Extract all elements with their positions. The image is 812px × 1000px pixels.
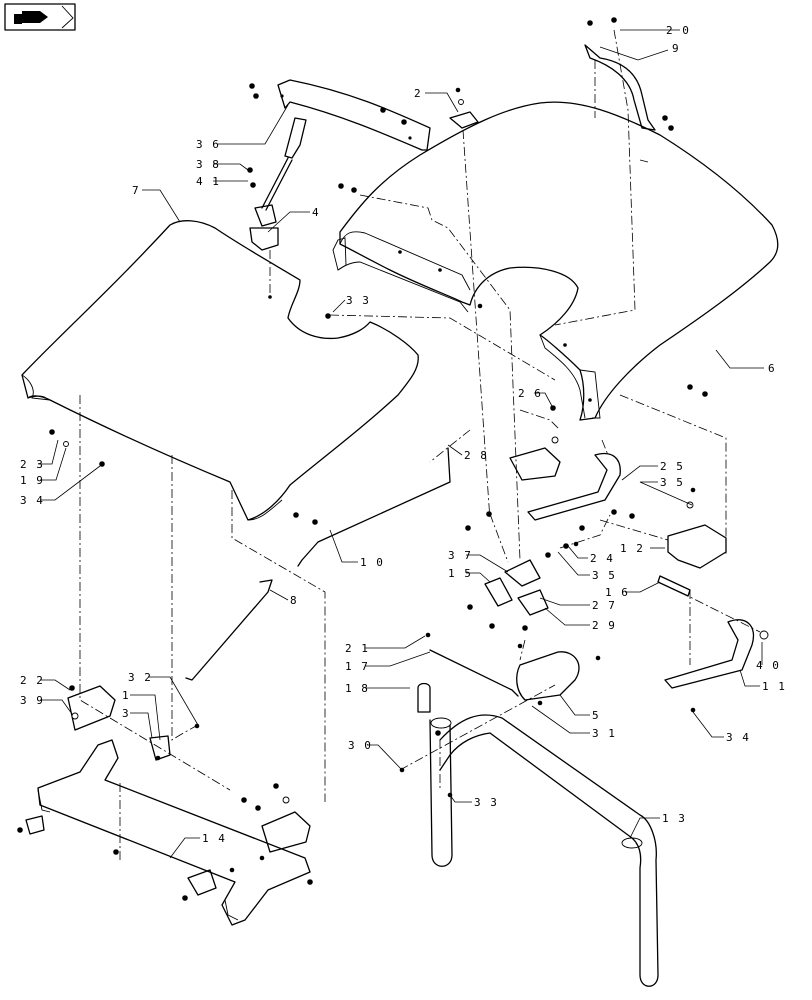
- callout-15: 1 5: [448, 567, 472, 580]
- callout-22: 2 2: [20, 674, 44, 687]
- gas-strut: [249, 117, 307, 251]
- callout-9: 9: [672, 42, 680, 55]
- canopy-right-6: [332, 101, 779, 421]
- callout-35-right: 3 5: [660, 476, 684, 489]
- rod-8: [185, 579, 273, 681]
- callout-4: 4: [312, 206, 320, 219]
- callout-38: 3 8: [196, 158, 220, 171]
- callout-13: 1 3: [662, 812, 686, 825]
- callout-20: 2 0: [666, 24, 690, 37]
- callout-2: 2: [414, 87, 422, 100]
- callout-17: 1 7: [345, 660, 369, 673]
- hand-pointer-icon[interactable]: [4, 3, 76, 31]
- canopy-left-7: [21, 220, 419, 521]
- callout-18: 1 8: [345, 682, 369, 695]
- knob-18: [417, 682, 431, 713]
- rod-10: [297, 447, 451, 567]
- callout-37: 3 7: [448, 549, 472, 562]
- callout-30: 3 0: [348, 739, 372, 752]
- bracket-29: [517, 589, 549, 616]
- clip-left: [25, 815, 45, 835]
- callout-29: 2 9: [592, 619, 616, 632]
- callout-33-top: 3 3: [346, 294, 370, 307]
- callout-34-right: 3 4: [726, 731, 750, 744]
- clip-front: [187, 869, 217, 896]
- center-lines: [79, 29, 761, 860]
- callout-32: 3 2: [128, 671, 152, 684]
- callout-28: 2 8: [464, 449, 488, 462]
- callout-24: 2 4: [590, 552, 614, 565]
- callout-16: 1 6: [605, 586, 629, 599]
- support-arm: [527, 452, 621, 521]
- callout-35-mid: 3 5: [592, 569, 616, 582]
- callout-21: 2 1: [345, 642, 369, 655]
- cable-17: [429, 649, 519, 697]
- callout-14: 1 4: [202, 832, 226, 845]
- callout-36: 3 6: [196, 138, 220, 151]
- callout-33-bottom: 3 3: [474, 796, 498, 809]
- clip-3: [149, 735, 171, 761]
- bracket-9: [584, 44, 656, 131]
- callout-41: 4 1: [196, 175, 220, 188]
- bracket-15: [484, 577, 513, 607]
- callout-40: 4 0: [756, 659, 780, 672]
- leader-lines: [38, 29, 764, 859]
- callout-19: 1 9: [20, 474, 44, 487]
- plate-39: [67, 685, 116, 731]
- rops-tube-13: [429, 714, 659, 987]
- support-arm-11: [664, 619, 755, 689]
- callout-26: 2 6: [518, 387, 542, 400]
- callout-23: 2 3: [20, 458, 44, 471]
- callout-10: 1 0: [360, 556, 384, 569]
- callout-12: 1 2: [620, 542, 644, 555]
- callout-34-left: 3 4: [20, 494, 44, 507]
- callout-3: 3: [122, 707, 130, 720]
- front-mount-14: [25, 685, 311, 926]
- callout-6: 6: [768, 362, 776, 375]
- callout-7: 7: [132, 184, 140, 197]
- callout-5: 5: [592, 709, 600, 722]
- latch-assembly-5: [516, 651, 580, 701]
- top-bracket-36: [277, 79, 431, 151]
- bracket-37: [504, 559, 541, 587]
- bracket-2: [449, 111, 479, 129]
- callout-1: 1: [122, 689, 130, 702]
- hardware-fasteners: [17, 17, 708, 901]
- callout-labels: 2 0 9 2 3 6 3 8 4 1 4 7 3 3 6 2 6 2 3 1 …: [20, 24, 786, 845]
- plate-mount: [261, 811, 311, 853]
- bolt-16: [657, 575, 691, 597]
- callout-11: 1 1: [762, 680, 786, 693]
- callout-8: 8: [290, 594, 298, 607]
- callout-31: 3 1: [592, 727, 616, 740]
- callout-27: 2 7: [592, 599, 616, 612]
- callout-39: 3 9: [20, 694, 44, 707]
- support-plate: [509, 447, 561, 481]
- nut-40: [759, 630, 769, 640]
- callout-25: 2 5: [660, 460, 684, 473]
- hinge-mount-12: [667, 524, 727, 569]
